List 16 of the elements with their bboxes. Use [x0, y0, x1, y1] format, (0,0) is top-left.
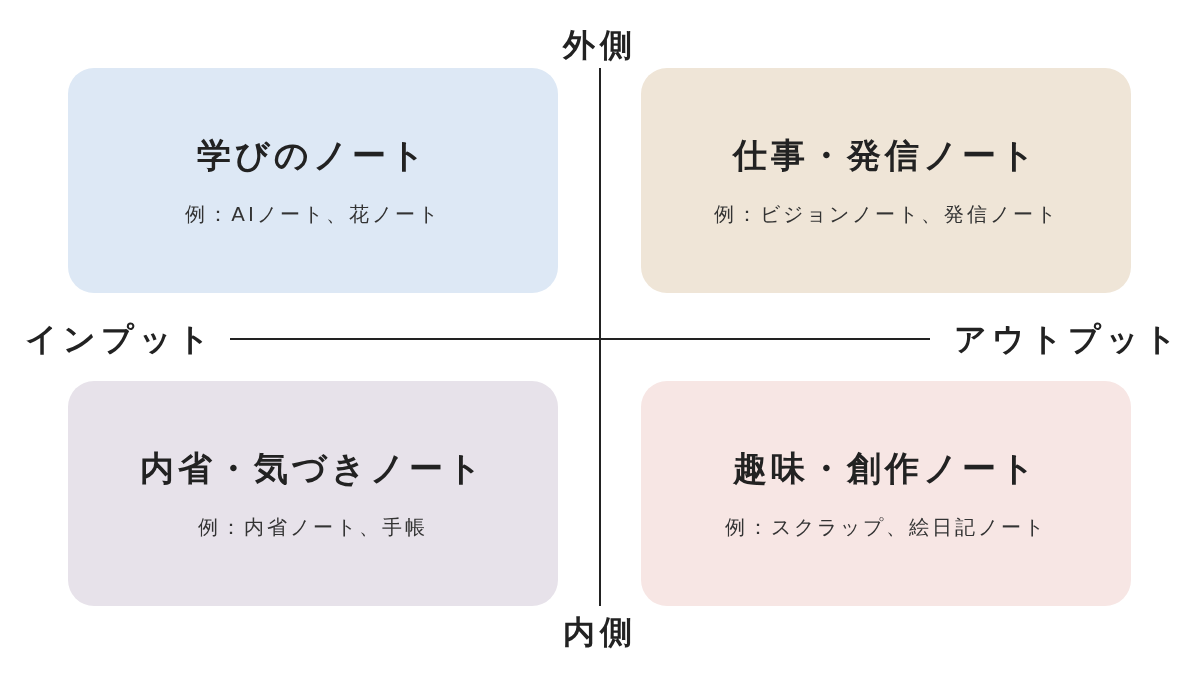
- quadrant-title: 仕事・発信ノート: [733, 135, 1039, 176]
- axis-label: アウトプット: [954, 320, 1182, 359]
- quadrant-title: 趣味・創作ノート: [733, 448, 1039, 489]
- axis-label: 外側: [563, 26, 637, 65]
- quadrant-title: 内省・気づきノート: [140, 448, 486, 489]
- quadrant-box: [641, 381, 1131, 606]
- example-text: 例：スクラップ、絵日記ノート: [725, 514, 1047, 539]
- example-text: 例：AIノート、花ノート: [185, 201, 441, 226]
- quadrant-box: [68, 381, 558, 606]
- quadrant-title: 学びのノート: [197, 135, 429, 176]
- quadrant-box: [68, 68, 558, 293]
- quadrant-box: [641, 68, 1131, 293]
- example-text: 例：内省ノート、手帳: [198, 514, 428, 539]
- axis-label: インプット: [25, 320, 215, 359]
- example-text: 例：ビジョンノート、発信ノート: [713, 201, 1059, 226]
- axis-label: 内側: [563, 613, 637, 652]
